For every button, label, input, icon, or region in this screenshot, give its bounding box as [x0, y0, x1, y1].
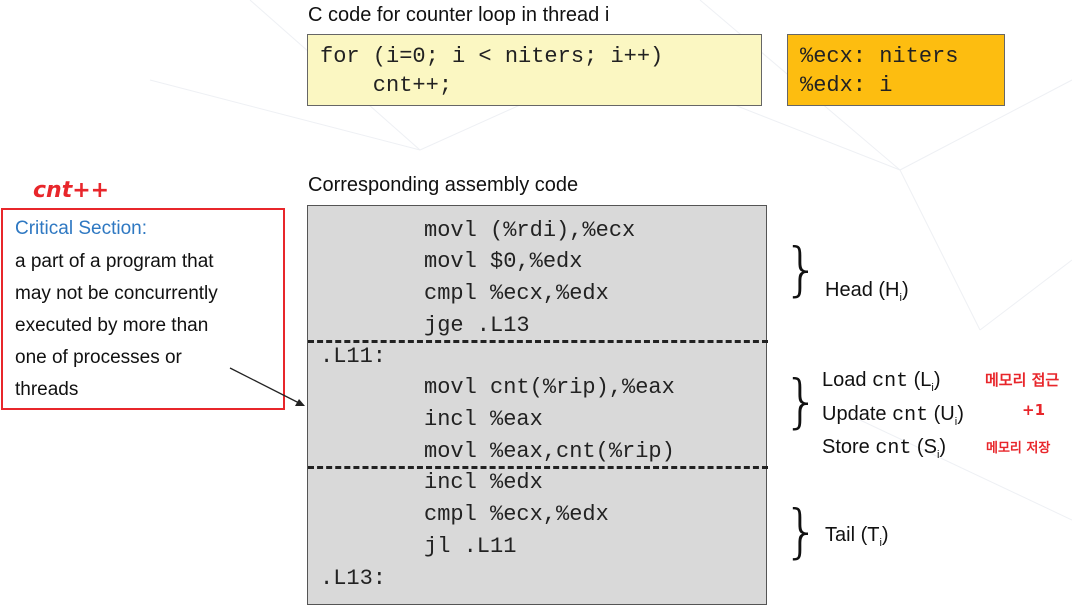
asm-label: .L11: [320, 344, 387, 369]
tail-label-sub: i [879, 537, 882, 549]
c-code-heading: C code for counter loop in thread i [308, 4, 610, 26]
update-prefix: Update [822, 403, 893, 425]
load-prefix: Load [822, 369, 873, 391]
handwritten-store-note: 메모리 저장 [986, 441, 1051, 456]
critical-section-line: executed by more than [15, 315, 209, 336]
c-code-line: for (i=0; i < niters; i++) [320, 44, 664, 69]
store-prefix: Store [822, 436, 876, 458]
load-label: Load cnt (Li) [822, 369, 941, 394]
asm-line: movl cnt(%rip),%eax [424, 375, 675, 400]
asm-line: incl %edx [424, 470, 543, 495]
asm-line: movl %eax,cnt(%rip) [424, 439, 675, 464]
handwritten-cnt-note: cnt++ [33, 178, 110, 203]
update-code: cnt [892, 404, 929, 427]
critical-section-line: threads [15, 379, 79, 400]
asm-line: jge .L13 [424, 313, 530, 338]
head-label: Head (Hi) [825, 279, 909, 304]
critical-brace-icon: } [783, 367, 820, 435]
load-mid: (L [908, 369, 932, 391]
tail-label: Tail (Ti) [825, 524, 889, 549]
head-label-close: ) [901, 279, 909, 301]
store-label: Store cnt (Si) [822, 436, 946, 461]
c-code-box: for (i=0; i < niters; i++) cnt++; [307, 34, 762, 106]
critical-section-title: Critical Section: [15, 218, 147, 239]
load-code: cnt [872, 370, 909, 393]
update-close: ) [957, 403, 964, 425]
assembly-box: movl (%rdi),%ecx movl $0,%edx cmpl %ecx,… [307, 205, 768, 605]
head-label-text: Head (H [825, 279, 900, 301]
update-mid: (U [928, 403, 955, 425]
section-divider [308, 340, 768, 343]
tail-label-text: Tail (T [825, 524, 880, 546]
update-label: Update cnt (Ui) [822, 403, 964, 428]
asm-line: cmpl %ecx,%edx [424, 502, 609, 527]
asm-line: movl $0,%edx [424, 249, 583, 274]
section-divider [308, 466, 768, 469]
asm-line: jl .L11 [424, 534, 517, 559]
update-sub: i [954, 416, 958, 428]
c-code-line: cnt++; [320, 73, 453, 98]
load-sub: i [931, 382, 934, 394]
assembly-heading: Corresponding assembly code [308, 174, 579, 196]
register-line: %edx: i [800, 73, 893, 98]
tail-label-close: ) [881, 524, 889, 546]
store-close: ) [939, 436, 947, 458]
register-line: %ecx: niters [800, 44, 959, 69]
store-sub: i [936, 449, 940, 461]
handwritten-load-note: 메모리 접근 [985, 371, 1060, 389]
critical-section-line: a part of a program that [15, 251, 214, 272]
critical-section-box: Critical Section: a part of a program th… [1, 208, 285, 410]
asm-line: movl (%rdi),%ecx [424, 218, 636, 243]
handwritten-update-note: +1 [1022, 401, 1046, 419]
asm-label: .L13: [320, 566, 387, 591]
register-box: %ecx: niters %edx: i [787, 34, 1005, 106]
critical-section-line: may not be concurrently [15, 283, 218, 304]
asm-line: cmpl %ecx,%edx [424, 281, 609, 306]
critical-section-line: one of processes or [15, 347, 182, 368]
store-code: cnt [875, 437, 912, 460]
asm-line: incl %eax [424, 407, 543, 432]
tail-brace-icon: } [783, 497, 820, 565]
head-brace-icon: } [783, 235, 820, 303]
load-close: ) [933, 369, 941, 391]
store-mid: (S [911, 436, 937, 458]
head-label-sub: i [899, 292, 902, 304]
